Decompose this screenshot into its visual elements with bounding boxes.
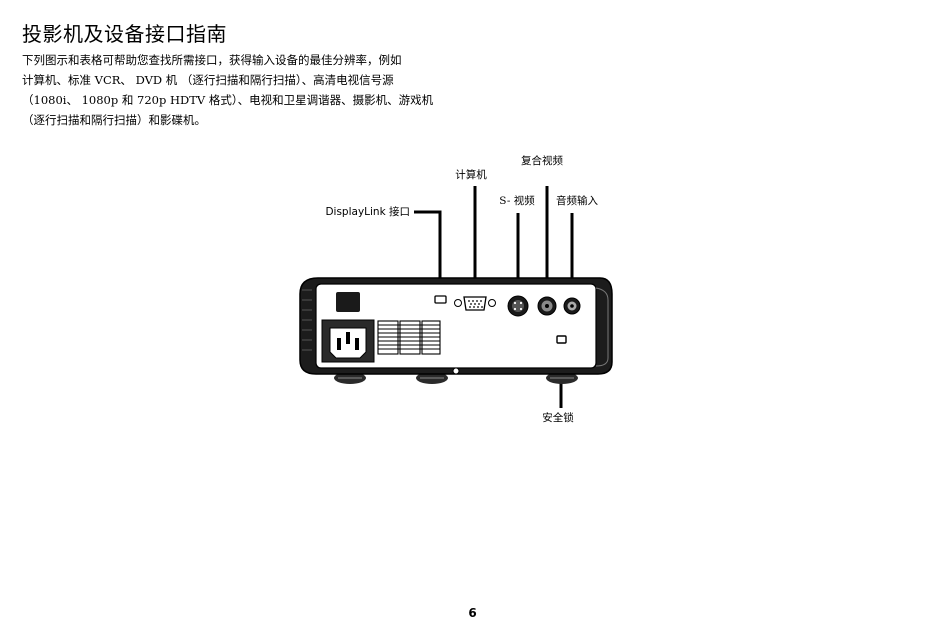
power-inlet	[321, 319, 375, 363]
projector-rear-panel	[299, 277, 613, 384]
page-title: 投影机及设备接口指南	[22, 22, 227, 46]
s-video-port	[507, 295, 529, 317]
leader-displaylink	[414, 210, 442, 292]
callout-security-lock-label: 安全锁	[542, 411, 574, 424]
intro-line-2: 计算机、标准 VCR、 DVD 机 （逐行扫描和隔行扫描）、高清电视信号源	[22, 73, 394, 87]
callout-s-video-label: S- 视频	[499, 194, 535, 207]
intro-line-4: （逐行扫描和隔行扫描）和影碟机。	[22, 113, 206, 127]
composite-video-port	[537, 296, 557, 316]
intro-paragraph: 下列图示和表格可帮助您查找所需接口，获得输入设备的最佳分辨率，例如 计算机、标准…	[22, 50, 482, 130]
screw	[452, 367, 460, 375]
displaylink-port	[434, 295, 447, 304]
callout-displaylink-label: DisplayLink 接口	[325, 205, 410, 218]
vent-grilles	[377, 320, 441, 355]
computer-vga-port	[454, 296, 496, 311]
callout-composite-video-label: 复合视频	[521, 154, 563, 167]
callout-computer-label: 计算机	[455, 168, 487, 181]
page-number: 6	[468, 606, 477, 620]
security-lock-slot	[556, 335, 567, 344]
power-switch	[336, 292, 360, 312]
intro-line-1: 下列图示和表格可帮助您查找所需接口，获得输入设备的最佳分辨率，例如	[22, 53, 402, 67]
callout-audio-in-label: 音频输入	[556, 194, 598, 207]
intro-line-3: （1080i、 1080p 和 720p HDTV 格式）、电视和卫星调谐器、摄…	[22, 93, 434, 107]
audio-in-port	[563, 297, 581, 315]
projector-feet	[334, 372, 578, 384]
